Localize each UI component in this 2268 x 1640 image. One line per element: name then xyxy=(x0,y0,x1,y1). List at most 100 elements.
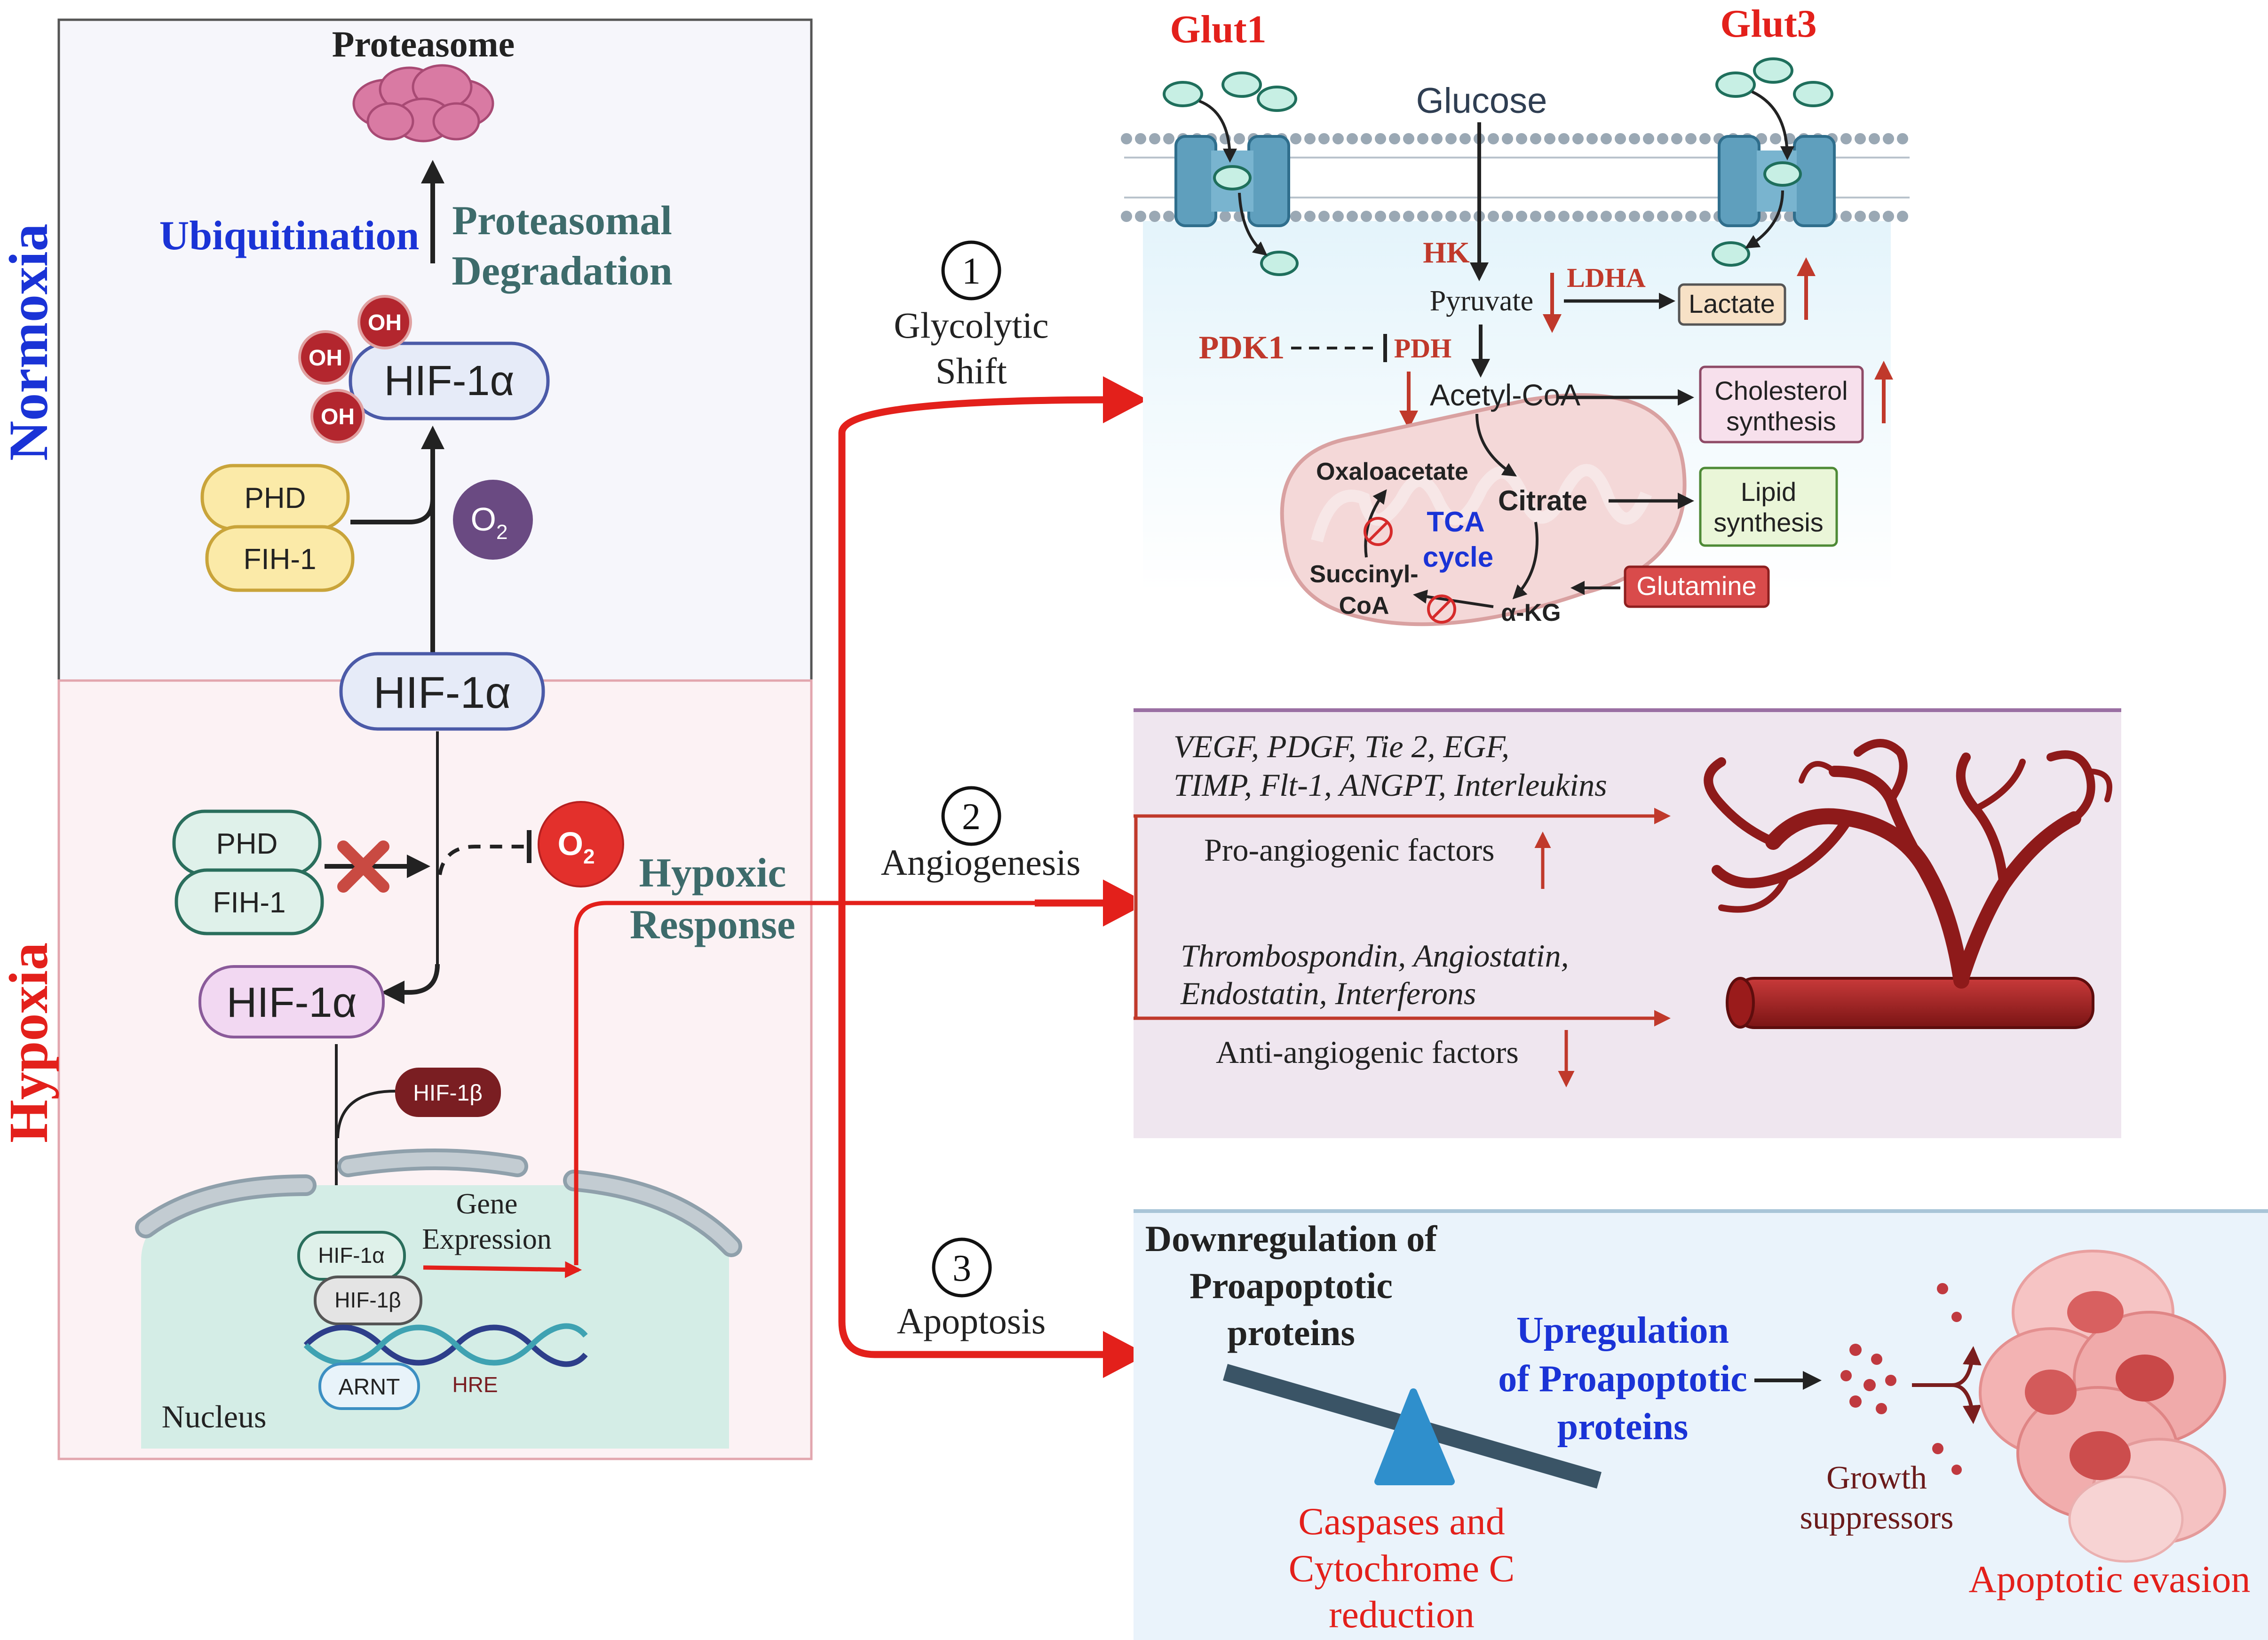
lipid-head xyxy=(1770,133,1781,144)
lipid-head xyxy=(1572,133,1584,144)
svg-text:2: 2 xyxy=(962,796,981,838)
lipid-head xyxy=(1304,211,1316,222)
lipid-head xyxy=(1897,211,1908,222)
acetyl-to-citrate-arrow xyxy=(1475,413,1517,477)
pathway-3-marker: 3 xyxy=(932,1237,992,1298)
lipid-head xyxy=(1431,133,1443,144)
hif1a-normoxia xyxy=(349,341,550,420)
growth-suppressors-label-1: Growth xyxy=(1826,1460,1927,1496)
hypoxia-to-hif-arrow xyxy=(381,964,440,1004)
caspases-label-1: Caspases and xyxy=(1298,1500,1505,1543)
lipid-head xyxy=(1615,133,1626,144)
glycolysis-arrowhead xyxy=(1103,376,1148,423)
gene-expression-label-1: Gene xyxy=(456,1188,518,1220)
tca-block-icon xyxy=(1364,517,1456,624)
fih1-hypoxia xyxy=(174,868,324,935)
pro-factors-list-2: TIMP, Flt-1, ANGPT, Interleukins xyxy=(1174,767,1607,803)
pdk1-label: PDK1 xyxy=(1199,330,1285,366)
apoptosis-label: Apoptosis xyxy=(897,1300,1046,1341)
lipid-head xyxy=(1840,133,1852,144)
lipid-head xyxy=(1488,133,1499,144)
lipid-head xyxy=(1375,211,1386,222)
lipid-head xyxy=(1332,133,1344,144)
lipid-head xyxy=(1586,133,1598,144)
upregulation-label-3: proteins xyxy=(1557,1406,1689,1448)
lipid-head xyxy=(1643,133,1654,144)
growth-suppressors-label-2: suppressors xyxy=(1800,1500,1954,1536)
hif1a-hypoxia-label: HIF-1α xyxy=(226,979,357,1026)
lipid-head xyxy=(1869,133,1880,144)
hif1a-stabilized-label: HIF-1α xyxy=(373,668,511,718)
lipid-head xyxy=(1685,133,1697,144)
lipid-head xyxy=(1389,211,1400,222)
hypoxia-label: Hypoxia xyxy=(0,943,59,1143)
upregulation-label-1: Upregulation xyxy=(1516,1310,1729,1351)
lipid-head xyxy=(1375,133,1386,144)
arnt-label: ARNT xyxy=(339,1375,400,1400)
cholesterol-box xyxy=(1699,365,1864,444)
nuclear-envelope xyxy=(135,1149,742,1257)
lipid-head xyxy=(1502,133,1513,144)
succinyl-label-1: Succinyl- xyxy=(1309,561,1418,588)
hif1a-nucleus-label: HIF-1α xyxy=(318,1243,385,1268)
svg-text:OH: OH xyxy=(321,404,355,429)
lipid-head xyxy=(1121,133,1132,144)
lipid-head xyxy=(1332,211,1344,222)
svg-text:3: 3 xyxy=(952,1248,971,1289)
glycolytic-shift-label-2: Shift xyxy=(936,350,1007,391)
lipid-head xyxy=(1445,211,1457,222)
hypoxic-response-label-2: Response xyxy=(630,902,795,948)
glut1-label: Glut1 xyxy=(1170,8,1266,51)
lipid-head xyxy=(1699,211,1711,222)
lipid-head xyxy=(1840,211,1852,222)
lipid-head xyxy=(1558,133,1570,144)
cholesterol-label-1: Cholesterol xyxy=(1714,376,1848,405)
lipid-head xyxy=(1572,211,1584,222)
lipid-head xyxy=(1389,133,1400,144)
lipid-head xyxy=(1784,211,1795,222)
oxygen-normoxia xyxy=(453,480,533,560)
lactate-label: Lactate xyxy=(1689,289,1775,318)
caspases-label-3: reduction xyxy=(1329,1593,1475,1636)
lipid-head xyxy=(1657,211,1668,222)
lipid-head xyxy=(1459,211,1471,222)
akg-label: α-KG xyxy=(1501,599,1561,626)
degradation-label-2: Degradation xyxy=(452,248,672,294)
svg-text:OH: OH xyxy=(309,346,342,371)
phd-normoxia-label: PHD xyxy=(245,482,306,515)
anti-factors-label: Anti-angiogenic factors xyxy=(1216,1034,1519,1070)
glucose-molecules xyxy=(1163,57,1833,276)
apoptotic-evasion-label: Apoptotic evasion xyxy=(1969,1558,2251,1600)
angiogenesis-label: Angiogenesis xyxy=(881,842,1081,883)
angiogenesis-arrowhead xyxy=(1103,879,1148,927)
hif1b-hypoxia xyxy=(395,1068,501,1117)
lipid-head xyxy=(1403,211,1414,222)
anti-factors-list-2: Endostatin, Interferons xyxy=(1180,975,1476,1011)
lipid-head xyxy=(1558,211,1570,222)
fih1-normoxia-label: FIH-1 xyxy=(244,543,317,576)
pro-factors-label: Pro-angiogenic factors xyxy=(1204,832,1494,868)
growth-suppressor-arrow-2 xyxy=(1951,1383,1982,1424)
downregulation-label-2: Proapoptotic xyxy=(1190,1265,1393,1306)
lipid-head xyxy=(1290,133,1301,144)
oxygen-hypoxia-label: O2 xyxy=(558,825,595,868)
lipid-head xyxy=(1855,133,1866,144)
acetyl-coa-label: Acetyl-CoA xyxy=(1430,378,1580,412)
svg-text:1: 1 xyxy=(962,251,981,292)
cholesterol-label-2: synthesis xyxy=(1726,406,1836,436)
lipid-head xyxy=(1318,133,1330,144)
lipid-head xyxy=(1149,133,1160,144)
lactate-box xyxy=(1678,283,1786,326)
gene-expression-label-2: Expression xyxy=(422,1223,552,1255)
downregulation-label-3: proteins xyxy=(1227,1312,1355,1353)
lipid-head xyxy=(1685,211,1697,222)
lipid-head xyxy=(1347,211,1358,222)
lipid-head xyxy=(1657,133,1668,144)
hk-label: HK xyxy=(1423,236,1470,269)
hre-label: HRE xyxy=(452,1372,498,1397)
lipid-head xyxy=(1671,133,1682,144)
anti-factors-list-1: Thrombospondin, Angiostatin, xyxy=(1181,938,1569,974)
lipid-head xyxy=(1417,211,1428,222)
pathway-2-marker: 2 xyxy=(941,786,1001,846)
lipid-head xyxy=(1530,133,1541,144)
